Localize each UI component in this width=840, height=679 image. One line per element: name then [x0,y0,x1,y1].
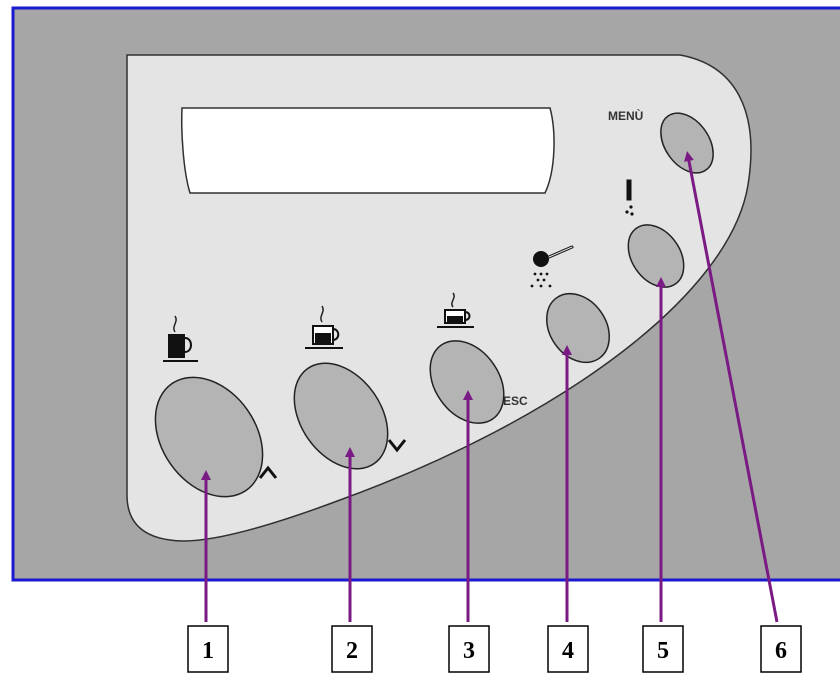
callout-number: 3 [463,638,475,664]
callout-5: 5 [642,625,684,673]
callout-2: 2 [331,625,373,673]
menu-label: MENÙ [608,108,643,123]
callout-arrows [201,151,779,623]
steam-nozzle-icon [625,179,634,216]
callout-1: 1 [187,625,229,673]
callout-number: 1 [202,638,214,664]
callout-arrow-6 [684,151,779,623]
menu-button[interactable] [650,103,724,182]
ground-coffee-scoop-icon [530,245,574,288]
espresso-large-cup-icon [163,315,198,362]
callout-number: 4 [562,638,574,664]
callout-number: 2 [346,638,358,664]
small-coffee-cup-icon [437,292,474,328]
coffee-button[interactable] [275,346,407,487]
chevron-up-icon [258,465,278,479]
steam-button[interactable] [617,214,695,297]
small-coffee-button[interactable] [415,327,519,437]
chevron-down-icon [387,439,407,453]
callout-number: 5 [657,638,669,664]
callout-3: 3 [448,625,490,673]
espresso-button[interactable] [133,357,285,517]
coffee-cup-icon [305,305,343,349]
callout-4: 4 [547,625,589,673]
callout-6: 6 [760,625,802,673]
lcd-display [181,107,555,194]
callout-number: 6 [775,638,787,664]
esc-label: ESC [503,394,528,408]
